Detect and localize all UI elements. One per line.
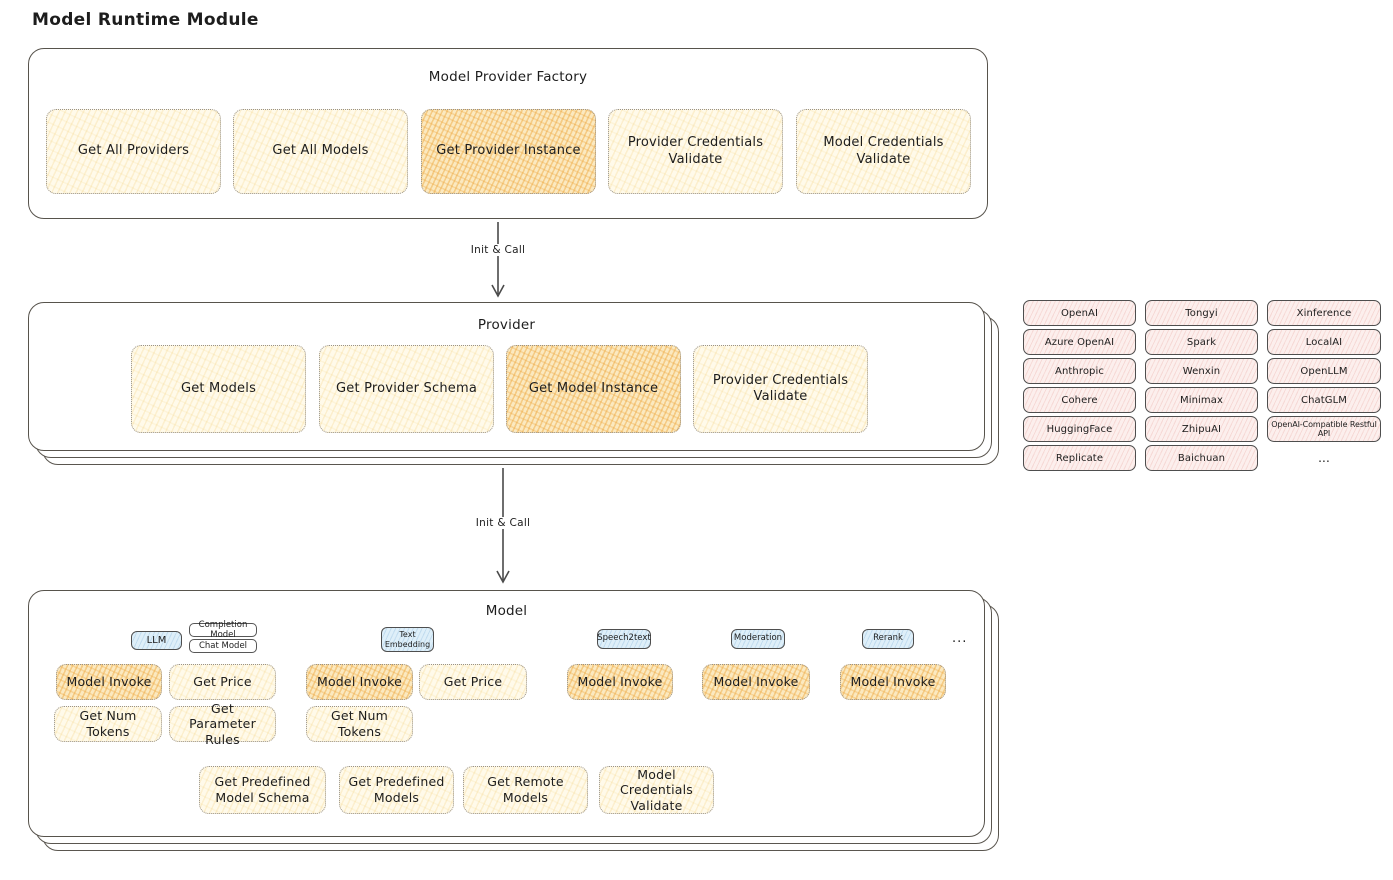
node-rerank-model-invoke: Model Invoke [840, 664, 946, 700]
node-llm-get-num-tokens: Get Num Tokens [54, 706, 162, 742]
tag-chat-model: Chat Model [189, 639, 257, 653]
page-title: Model Runtime Module [32, 10, 259, 30]
tags-more-ellipsis: ... [952, 631, 968, 646]
chip-minimax: Minimax [1145, 387, 1258, 413]
chip-azure-openai: Azure OpenAI [1023, 329, 1136, 355]
node-embedding-model-invoke: Model Invoke [306, 664, 413, 700]
chip-cohere: Cohere [1023, 387, 1136, 413]
model-title: Model [485, 603, 528, 619]
tag-completion-model: Completion Model [189, 620, 257, 640]
node-get-predefined-model-schema: Get Predefined Model Schema [199, 766, 326, 814]
node-get-remote-models: Get Remote Models [463, 766, 588, 814]
node-moderation-model-invoke: Model Invoke [702, 664, 810, 700]
chip-anthropic: Anthropic [1023, 358, 1136, 384]
chip-xinference: Xinference [1267, 300, 1381, 326]
node-llm-get-parameter-rules: Get Parameter Rules [169, 701, 276, 747]
node-model-credentials-validate: Model Credentials Validate [796, 109, 971, 194]
node-llm-model-invoke: Model Invoke [56, 664, 162, 700]
chip-wenxin: Wenxin [1145, 358, 1258, 384]
node-embedding-get-price: Get Price [419, 664, 527, 700]
chip-localai: LocalAI [1267, 329, 1381, 355]
node-get-all-models: Get All Models [233, 109, 408, 194]
init-call-label-1: Init & Call [456, 244, 540, 256]
node-model-credentials-validate-2: Model Credentials Validate [599, 766, 714, 814]
chip-huggingface: HuggingFace [1023, 416, 1136, 442]
node-embedding-get-num-tokens: Get Num Tokens [306, 706, 413, 742]
tag-speech2text: Speech2text [597, 629, 651, 649]
chip-more-ellipsis: ... [1318, 451, 1330, 465]
tag-llm: LLM [131, 631, 182, 650]
provider-title: Provider [477, 317, 536, 333]
chip-openai-compatible-restful-api: OpenAI-Compatible Restful API [1267, 416, 1381, 442]
node-get-provider-instance: Get Provider Instance [421, 109, 596, 194]
tag-moderation: Moderation [731, 629, 785, 649]
chip-replicate: Replicate [1023, 445, 1136, 471]
chip-zhipuai: ZhipuAI [1145, 416, 1258, 442]
chip-openai: OpenAI [1023, 300, 1136, 326]
provider-box-stack: Provider Get Models Get Provider Schema … [28, 302, 999, 465]
chip-openllm: OpenLLM [1267, 358, 1381, 384]
node-speech2text-model-invoke: Model Invoke [567, 664, 673, 700]
node-llm-get-price: Get Price [169, 664, 276, 700]
node-get-models: Get Models [131, 345, 306, 433]
node-get-provider-schema: Get Provider Schema [319, 345, 494, 433]
node-get-model-instance: Get Model Instance [506, 345, 681, 433]
init-call-label-2: Init & Call [461, 517, 545, 529]
chip-baichuan: Baichuan [1145, 445, 1258, 471]
factory-title: Model Provider Factory [428, 69, 588, 85]
tag-text-embedding: Text Embedding [381, 627, 434, 652]
node-get-all-providers: Get All Providers [46, 109, 221, 194]
tag-rerank: Rerank [862, 629, 914, 649]
model-provider-factory-box: Model Provider Factory Get All Providers… [28, 48, 988, 219]
provider-chip-grid: OpenAI Tongyi Xinference Azure OpenAI Sp… [1023, 300, 1381, 471]
chip-spark: Spark [1145, 329, 1258, 355]
chip-tongyi: Tongyi [1145, 300, 1258, 326]
node-get-predefined-models: Get Predefined Models [339, 766, 454, 814]
model-box-stack: Model LLM Completion Model Chat Model Te… [28, 590, 999, 851]
init-call-arrow-1 [491, 222, 505, 298]
provider-box: Provider Get Models Get Provider Schema … [28, 302, 985, 451]
node-provider-credentials-validate-2: Provider Credentials Validate [693, 345, 868, 433]
model-box: Model LLM Completion Model Chat Model Te… [28, 590, 985, 837]
node-provider-credentials-validate: Provider Credentials Validate [608, 109, 783, 194]
chip-chatglm: ChatGLM [1267, 387, 1381, 413]
